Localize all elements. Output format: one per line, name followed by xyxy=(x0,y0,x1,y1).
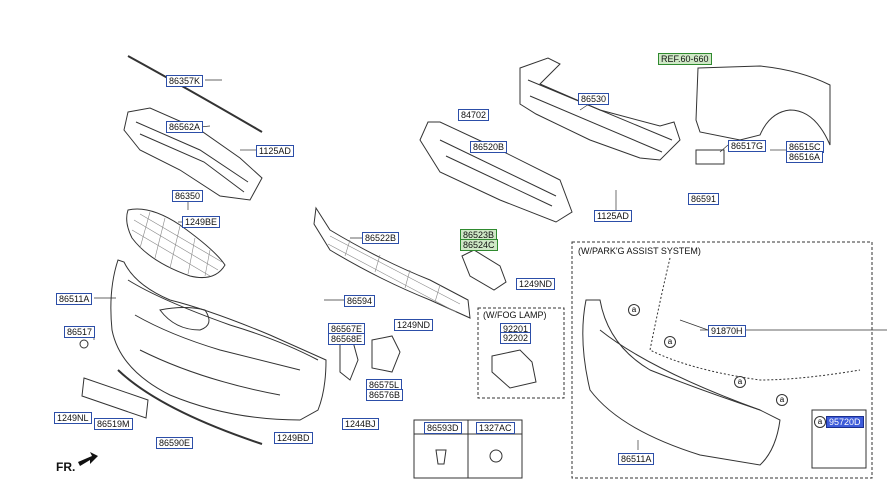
callout-a-3: a xyxy=(734,376,746,388)
front-fender xyxy=(695,65,831,146)
label-86530: 86530 xyxy=(578,93,610,105)
callout-a-4: a xyxy=(776,394,788,406)
label-86517: 86517 xyxy=(64,326,96,338)
label-86519m: 86519M xyxy=(94,418,133,430)
upper-molding-strip xyxy=(127,55,263,133)
radiator-grille xyxy=(126,208,226,279)
label-86522b: 86522B xyxy=(362,232,400,244)
label-1249bd: 1249BD xyxy=(274,432,313,444)
label-1249nl: 1249NL xyxy=(54,412,92,424)
sensor-wiring xyxy=(649,257,861,381)
bumper-beam xyxy=(519,57,681,161)
label-1125ad-upper: 1125AD xyxy=(256,145,294,157)
side-bracket-right xyxy=(371,335,401,373)
label-1125ad-lower: 1125AD xyxy=(594,210,632,222)
label-86562a: 86562A xyxy=(166,121,204,133)
park-assist-caption: (W/PARK'G ASSIST SYSTEM) xyxy=(578,246,701,256)
label-86524c: 86524C xyxy=(460,239,498,251)
label-91870h: 91870H xyxy=(708,325,746,337)
fog-lamp-caption: (W/FOG LAMP) xyxy=(483,310,547,320)
nut-1327ac xyxy=(489,449,503,463)
fog-lamp-option-box xyxy=(477,307,565,399)
label-86590e: 86590E xyxy=(156,437,194,449)
front-bumper-cover xyxy=(110,259,327,421)
label-95720d: 95720D xyxy=(826,416,864,428)
clip-86517 xyxy=(79,339,89,349)
label-1327ac: 1327AC xyxy=(476,422,515,434)
park-assist-option-box xyxy=(571,241,873,479)
label-86520b: 86520B xyxy=(470,141,508,153)
callout-a-1: a xyxy=(628,304,640,316)
fog-lamp xyxy=(491,349,537,389)
callout-a-5: a xyxy=(814,416,826,428)
label-1249nd-right: 1249ND xyxy=(516,278,556,290)
label-1244bj: 1244BJ xyxy=(342,418,379,430)
label-1249nd-mid: 1249ND xyxy=(394,319,434,331)
label-86517g: 86517G xyxy=(728,140,767,152)
label-86350: 86350 xyxy=(172,190,204,202)
label-86591: 86591 xyxy=(688,193,720,205)
fender-side-bracket xyxy=(695,149,725,165)
sensor-box xyxy=(811,409,867,469)
clip-86593d xyxy=(435,449,447,465)
label-86594: 86594 xyxy=(344,295,376,307)
fog-lamp-bezel xyxy=(461,249,507,291)
lower-grille xyxy=(313,206,471,319)
front-arrow-icon xyxy=(78,452,98,466)
label-86568e: 86568E xyxy=(328,333,366,345)
label-86357k: 86357K xyxy=(166,75,204,87)
label-86511a-park-assist: 86511A xyxy=(618,453,655,465)
front-bumper-cover-park-assist xyxy=(582,299,781,466)
callout-a-2: a xyxy=(664,336,676,348)
energy-absorber xyxy=(419,121,573,223)
label-86516a: 86516A xyxy=(786,151,824,163)
label-92202: 92202 xyxy=(500,332,532,344)
label-ref-60-660: REF.60-660 xyxy=(658,53,712,65)
label-86593d: 86593D xyxy=(424,422,462,434)
label-1249be: 1249BE xyxy=(182,216,221,228)
front-direction-label: FR. xyxy=(56,460,76,474)
label-86576b: 86576B xyxy=(366,389,404,401)
label-86511a: 86511A xyxy=(56,293,93,305)
license-plate-bracket xyxy=(81,377,149,419)
label-84702: 84702 xyxy=(458,109,490,121)
lower-molding xyxy=(117,369,263,445)
